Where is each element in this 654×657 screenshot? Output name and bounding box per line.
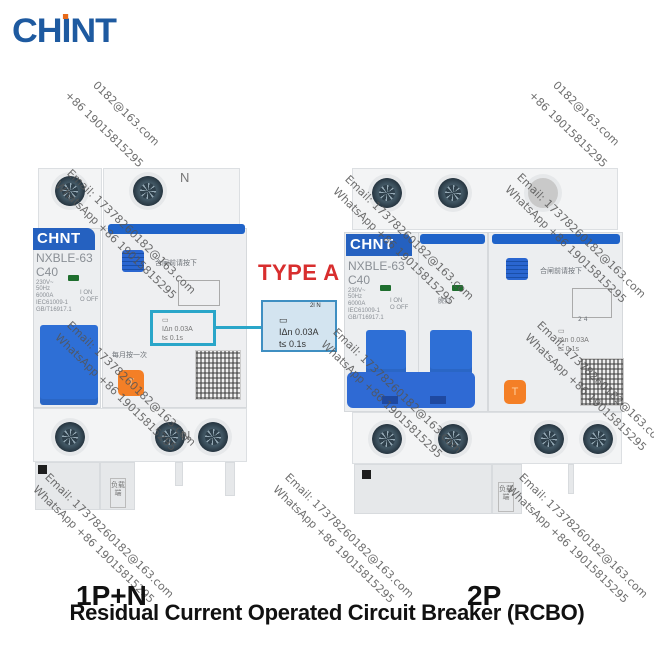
load-side-label: 负载端 xyxy=(498,482,514,512)
position-mark xyxy=(38,465,47,474)
neutral-marker-top: N xyxy=(180,170,190,185)
qr-code xyxy=(195,350,241,400)
position-mark xyxy=(362,470,371,479)
callout-connector xyxy=(216,326,262,329)
screw-icon xyxy=(438,178,468,208)
chint-badge: CHNT xyxy=(346,234,412,256)
qr-code xyxy=(580,358,624,406)
reset-hint-text: 合闸前请按下 xyxy=(155,259,197,267)
screw-icon xyxy=(534,424,564,454)
neutral-pin xyxy=(175,462,183,486)
din-rail-foot xyxy=(100,462,135,510)
test-hint-text: 每月按一次 xyxy=(112,351,147,359)
wiring-diagram xyxy=(178,280,220,306)
lever-slot xyxy=(430,396,446,404)
chint-badge: CHNT xyxy=(33,228,95,250)
screw-icon xyxy=(55,422,85,452)
din-rail-foot xyxy=(354,464,492,514)
breaker-toggle-lever[interactable] xyxy=(40,325,98,405)
reset-button[interactable] xyxy=(122,250,144,272)
trip-label: 脱扣 xyxy=(438,298,451,305)
variant-label-2p: 2P xyxy=(467,580,502,611)
neutral-marker-bottom: N xyxy=(181,428,191,443)
pole-blue-strip xyxy=(420,234,485,244)
neutral-pin xyxy=(568,464,574,494)
callout-rating: ▭ IΔn 0.03A t≤ 0.1s xyxy=(279,315,319,350)
screw-icon xyxy=(133,176,163,206)
screw-icon xyxy=(155,422,185,452)
top-terminal-block-neutral xyxy=(103,168,240,230)
test-button[interactable]: T xyxy=(504,380,526,404)
spec-label-1p-n: NXBLE-63 C40 230V~ 50Hz 6000A IEC61009-1… xyxy=(36,251,93,314)
neutral-pin xyxy=(225,462,235,496)
toggle-lever-pole-2[interactable] xyxy=(430,330,472,375)
callout-header: 2l N xyxy=(310,303,321,309)
residual-current-rating: ▭ IΔn 0.03A t≤ 0.1s xyxy=(162,317,193,343)
model-number: NXBLE-63 xyxy=(348,259,405,273)
screw-icon xyxy=(372,424,402,454)
diagram-numbers: 2 4 xyxy=(578,316,588,323)
status-led xyxy=(68,275,79,281)
chint-logo: CHINT xyxy=(12,12,117,50)
toggle-lever-pole-1[interactable] xyxy=(366,330,406,375)
on-off-legend: I ON O OFF xyxy=(390,298,409,311)
screw-icon xyxy=(583,424,613,454)
lever-tie-bar[interactable] xyxy=(347,372,475,408)
reset-hint-text: 合闸前请按下 xyxy=(540,267,582,275)
screw-icon xyxy=(55,176,85,206)
product-caption: Residual Current Operated Circuit Breake… xyxy=(69,600,585,625)
spec-label-2p: NXBLE-63 C40 230V~ 50Hz 6000A IEC61009-1… xyxy=(348,259,405,322)
status-led xyxy=(452,285,463,291)
load-side-label: 负载端 xyxy=(110,478,126,508)
type-a-label: TYPE A xyxy=(258,260,340,285)
rating: C40 xyxy=(348,272,371,287)
rating: C40 xyxy=(36,264,59,279)
model-number: NXBLE-63 xyxy=(36,251,93,265)
din-rail-foot xyxy=(492,464,522,514)
reset-button[interactable] xyxy=(506,258,528,280)
variant-label-1p-n: 1P+N xyxy=(76,580,147,611)
screw-icon xyxy=(438,424,468,454)
screw-icon xyxy=(372,178,402,208)
test-button[interactable]: T xyxy=(118,370,144,396)
on-off-legend: I ON O OFF xyxy=(80,290,99,303)
rcd-blue-strip xyxy=(108,224,245,234)
status-led xyxy=(380,285,391,291)
lever-slot xyxy=(382,396,398,404)
wiring-diagram xyxy=(572,288,612,318)
type-a-callout xyxy=(261,300,337,352)
rcd-blue-strip xyxy=(492,234,620,244)
residual-current-rating: ▭ IΔn 0.03A t≤ 0.1s xyxy=(558,328,589,354)
screw-icon xyxy=(198,422,228,452)
rating-highlight-box xyxy=(150,310,216,346)
terminal-hole xyxy=(528,178,558,208)
